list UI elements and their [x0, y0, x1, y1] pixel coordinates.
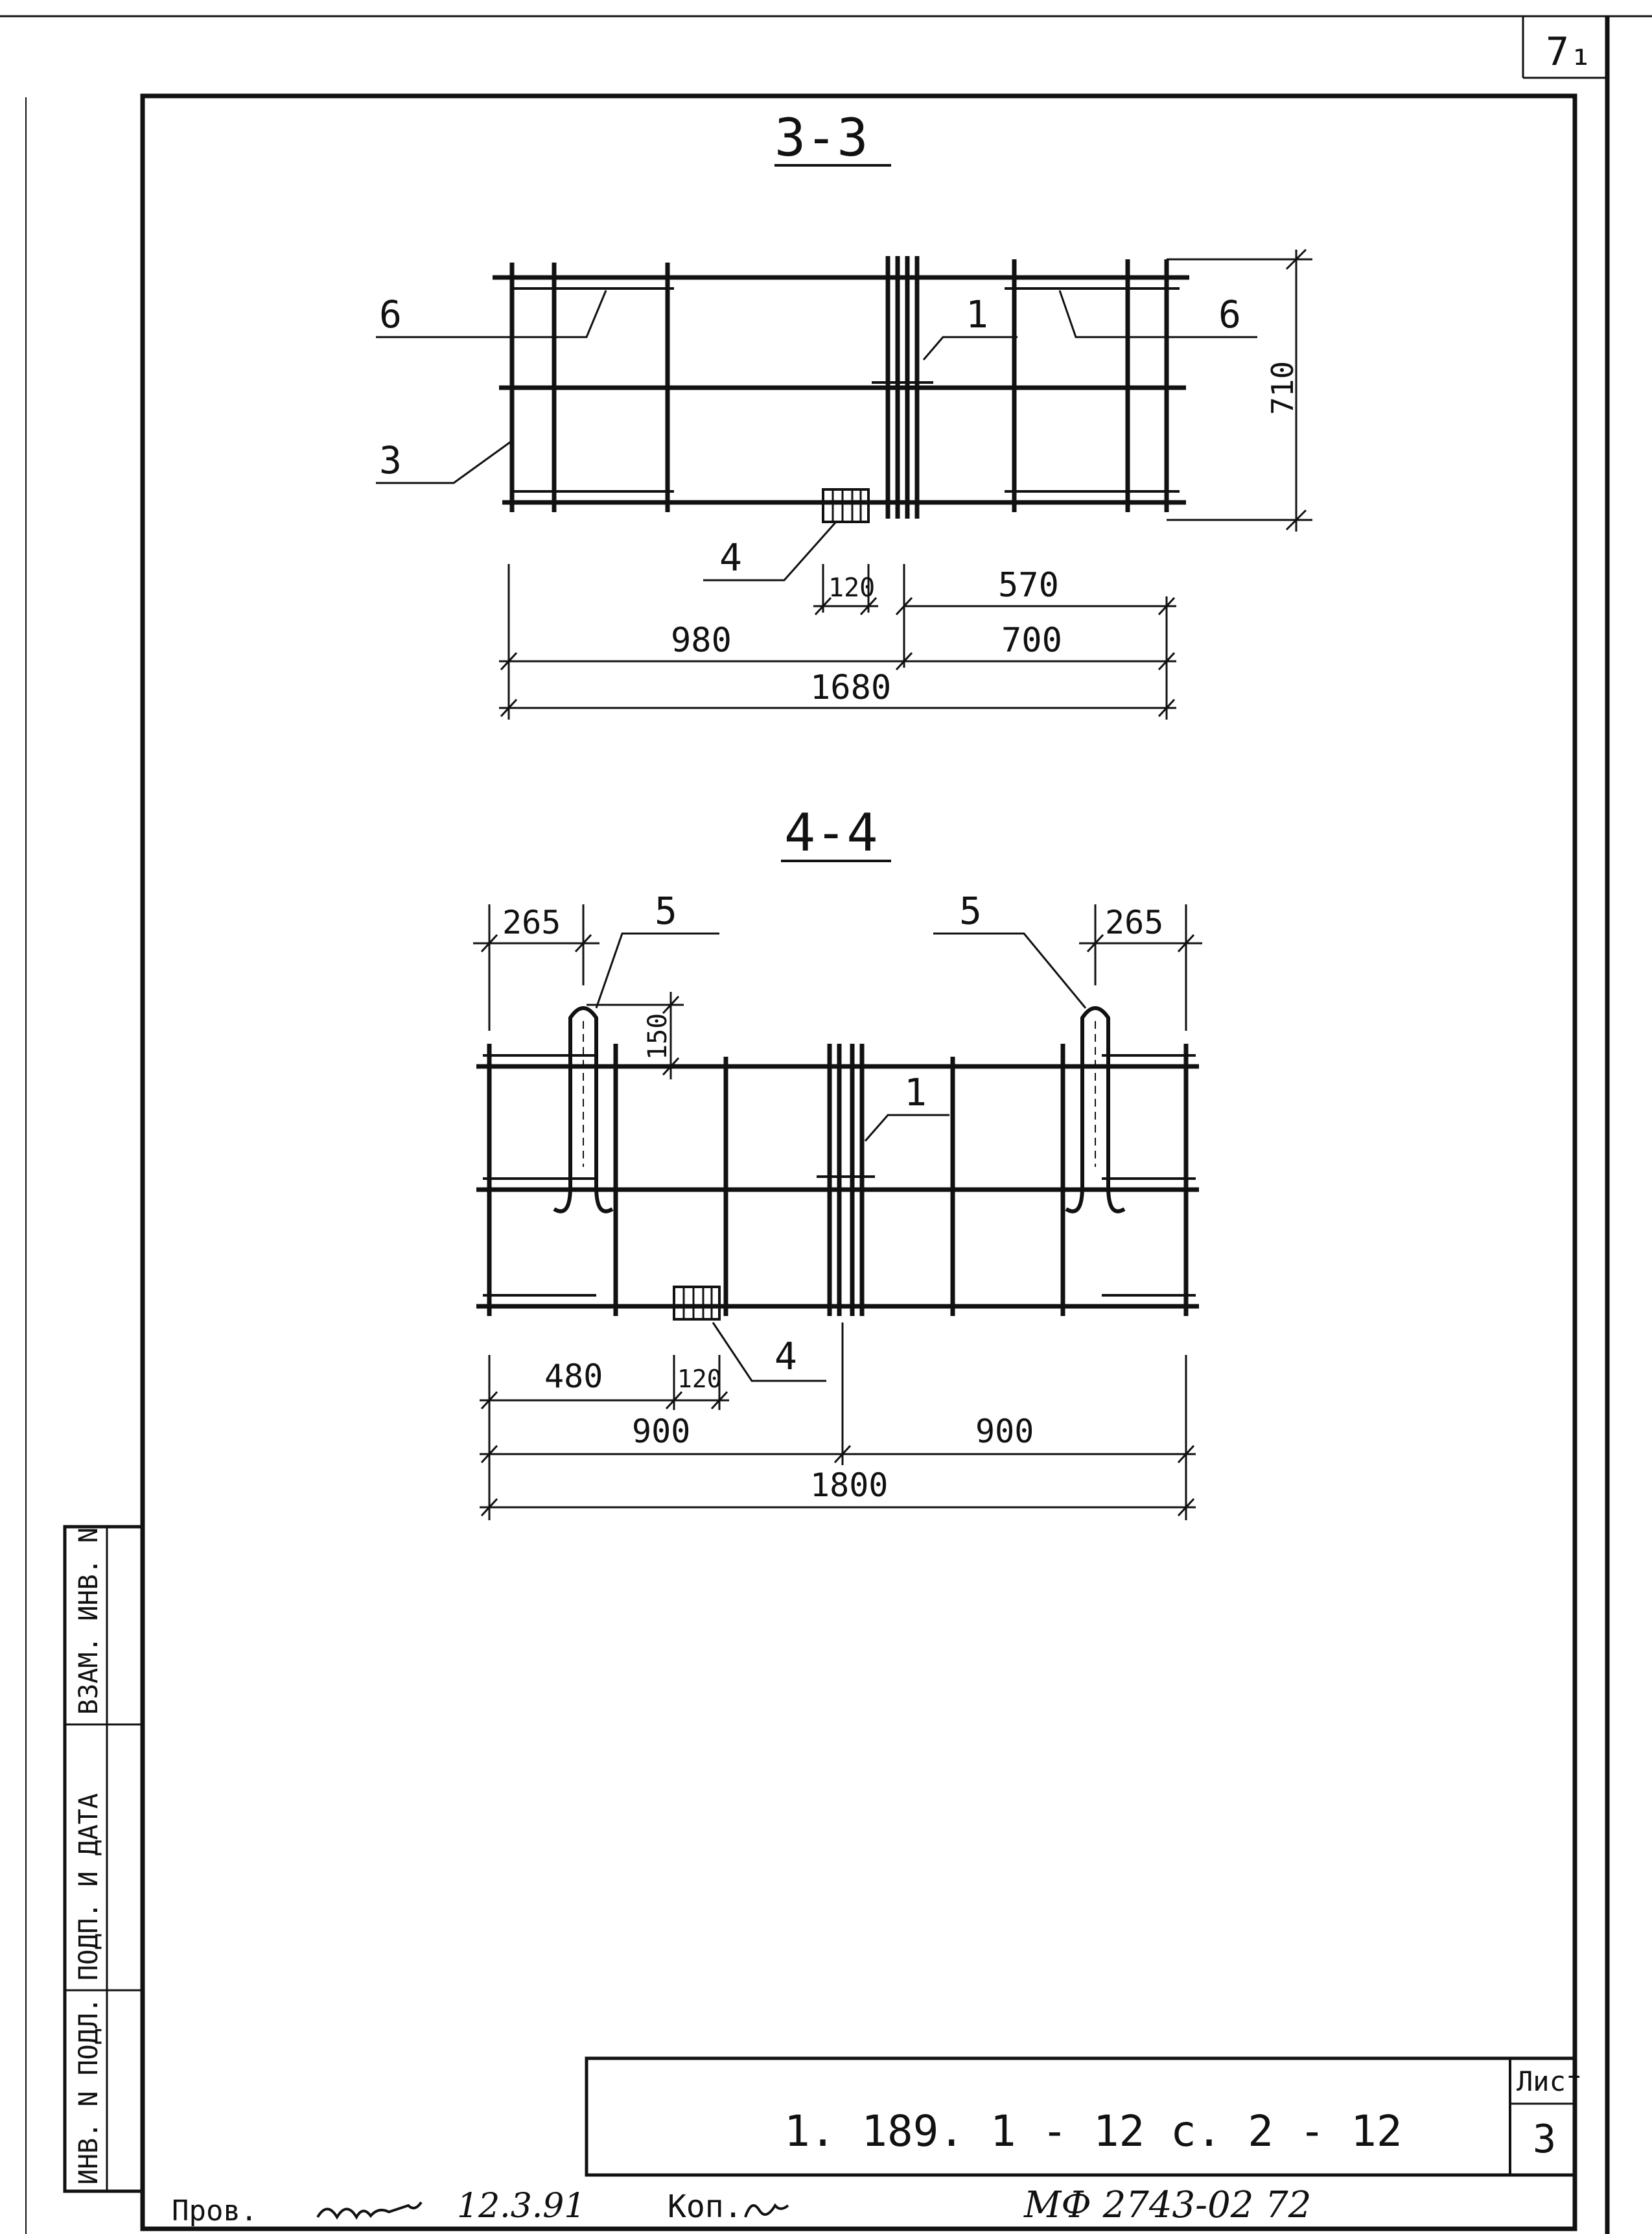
- leader-5-left: [595, 932, 719, 1009]
- dim265-l-tick1: [480, 934, 498, 953]
- leader-5-right: [933, 932, 1087, 1009]
- dim-tick-a: [814, 596, 832, 616]
- corner-mark: 7₁: [1546, 29, 1592, 75]
- lifting-loop-left-hook-a: [553, 1186, 572, 1214]
- lifting-loop-left: [568, 1006, 598, 1186]
- dim-tick-c: [895, 596, 913, 616]
- dim-tick-e: [500, 652, 518, 671]
- side-stamp-vzam: ВЗАМ. ИНВ. N: [74, 1527, 104, 1715]
- dim-710-tick-top: [1285, 248, 1307, 270]
- leader-4: [703, 521, 837, 582]
- lifting-loop-right-hook-b: [1106, 1186, 1126, 1214]
- leader-6-right: [1058, 290, 1257, 338]
- dim-120-44-label: 120: [677, 1365, 722, 1393]
- title-block: [585, 2056, 1577, 2177]
- dim-710-tick-bottom: [1285, 509, 1307, 531]
- dim-tick-g: [1158, 652, 1176, 671]
- dim44-tick-e: [833, 1444, 852, 1464]
- lifting-loop-left-hook-b: [594, 1186, 614, 1214]
- dim-900-right-label: 900: [975, 1413, 1034, 1450]
- dim44-tick-d: [480, 1444, 498, 1464]
- footer-kop-label: Коп.: [668, 2189, 743, 2225]
- dim-150-label: 150: [643, 1013, 673, 1060]
- dim-480-label: 480: [544, 1358, 603, 1395]
- dim-tick-d: [1158, 596, 1176, 616]
- dim-700-label: 700: [1001, 621, 1062, 660]
- dim265-r-tick1: [1086, 934, 1104, 953]
- dim-120-label: 120: [828, 573, 875, 603]
- dim-265-right-label: 265: [1105, 904, 1163, 941]
- dim44-tick-b: [665, 1391, 683, 1410]
- document-code: 1. 189. 1 - 12 с. 2 - 12: [784, 2106, 1402, 2156]
- dim-1680-label: 1680: [810, 668, 891, 707]
- leader-3: [376, 440, 513, 484]
- dim44-tick-a: [480, 1391, 498, 1410]
- dim-265-left-label: 265: [502, 904, 561, 941]
- callout-6-right: 6: [1218, 292, 1241, 336]
- lifting-loop-right-hook-a: [1065, 1186, 1084, 1214]
- checker-signature: [316, 2201, 423, 2220]
- dim-tick-h: [500, 698, 518, 718]
- dim150-tick-bottom: [662, 1057, 680, 1076]
- drawing-frame: [140, 93, 1577, 2231]
- leader-6-left: [376, 290, 607, 338]
- dim-tick-i: [1158, 698, 1176, 718]
- dim-570-label: 570: [998, 566, 1059, 605]
- sheet-number: 3: [1533, 2117, 1556, 2162]
- callout-3: 3: [379, 438, 402, 482]
- callout-1: 1: [966, 292, 988, 336]
- dim44-tick-f: [1177, 1444, 1195, 1464]
- embedded-part-4: [822, 488, 870, 523]
- embedded-part-4-44: [673, 1286, 721, 1321]
- dim-900-left-label: 900: [632, 1413, 690, 1450]
- dim44-tick-g: [480, 1498, 498, 1517]
- sheet-label: Лист: [1517, 2065, 1582, 2097]
- leader-1: [922, 336, 1018, 360]
- side-stamp-table: [63, 1525, 145, 2193]
- dim-tick-b: [859, 596, 878, 616]
- callout-5-left: 5: [655, 889, 677, 933]
- lifting-loop-right: [1080, 1006, 1110, 1186]
- side-stamp-podp: ПОДП. И ДАТА: [74, 1793, 104, 1981]
- callout-1-44: 1: [904, 1070, 927, 1114]
- dim-tick-f: [895, 652, 913, 671]
- copier-signature: [744, 2203, 789, 2218]
- footer-prov-label: Пров.: [172, 2194, 257, 2228]
- section-3-3-title: 3-3: [774, 108, 868, 168]
- section-4-4: [473, 860, 1202, 1520]
- dim44-tick-h: [1177, 1498, 1195, 1517]
- dim44-tick-c: [710, 1391, 728, 1410]
- dim265-r-tick2: [1177, 934, 1195, 953]
- side-stamp-inv: ИНВ. N ПОДЛ.: [74, 1997, 104, 2185]
- leader-1-44: [864, 1114, 949, 1142]
- dim150-tick-top: [662, 995, 680, 1015]
- section-4-4-title: 4-4: [784, 803, 878, 863]
- callout-4-44: 4: [774, 1334, 797, 1378]
- callout-5-right: 5: [959, 889, 982, 933]
- dim-710-label: 710: [1265, 361, 1300, 415]
- callout-4: 4: [719, 535, 742, 580]
- dim-1800-label: 1800: [810, 1466, 888, 1504]
- leader-4-44: [712, 1322, 826, 1382]
- section-3-3: [376, 164, 1312, 720]
- dim-980-label: 980: [671, 621, 732, 660]
- callout-6-left: 6: [379, 292, 402, 336]
- footer-order-number: МФ 2743-02 72: [1023, 2184, 1311, 2226]
- dim265-l-tick2: [574, 934, 592, 953]
- footer-signature-date: 12.3.91: [457, 2187, 585, 2226]
